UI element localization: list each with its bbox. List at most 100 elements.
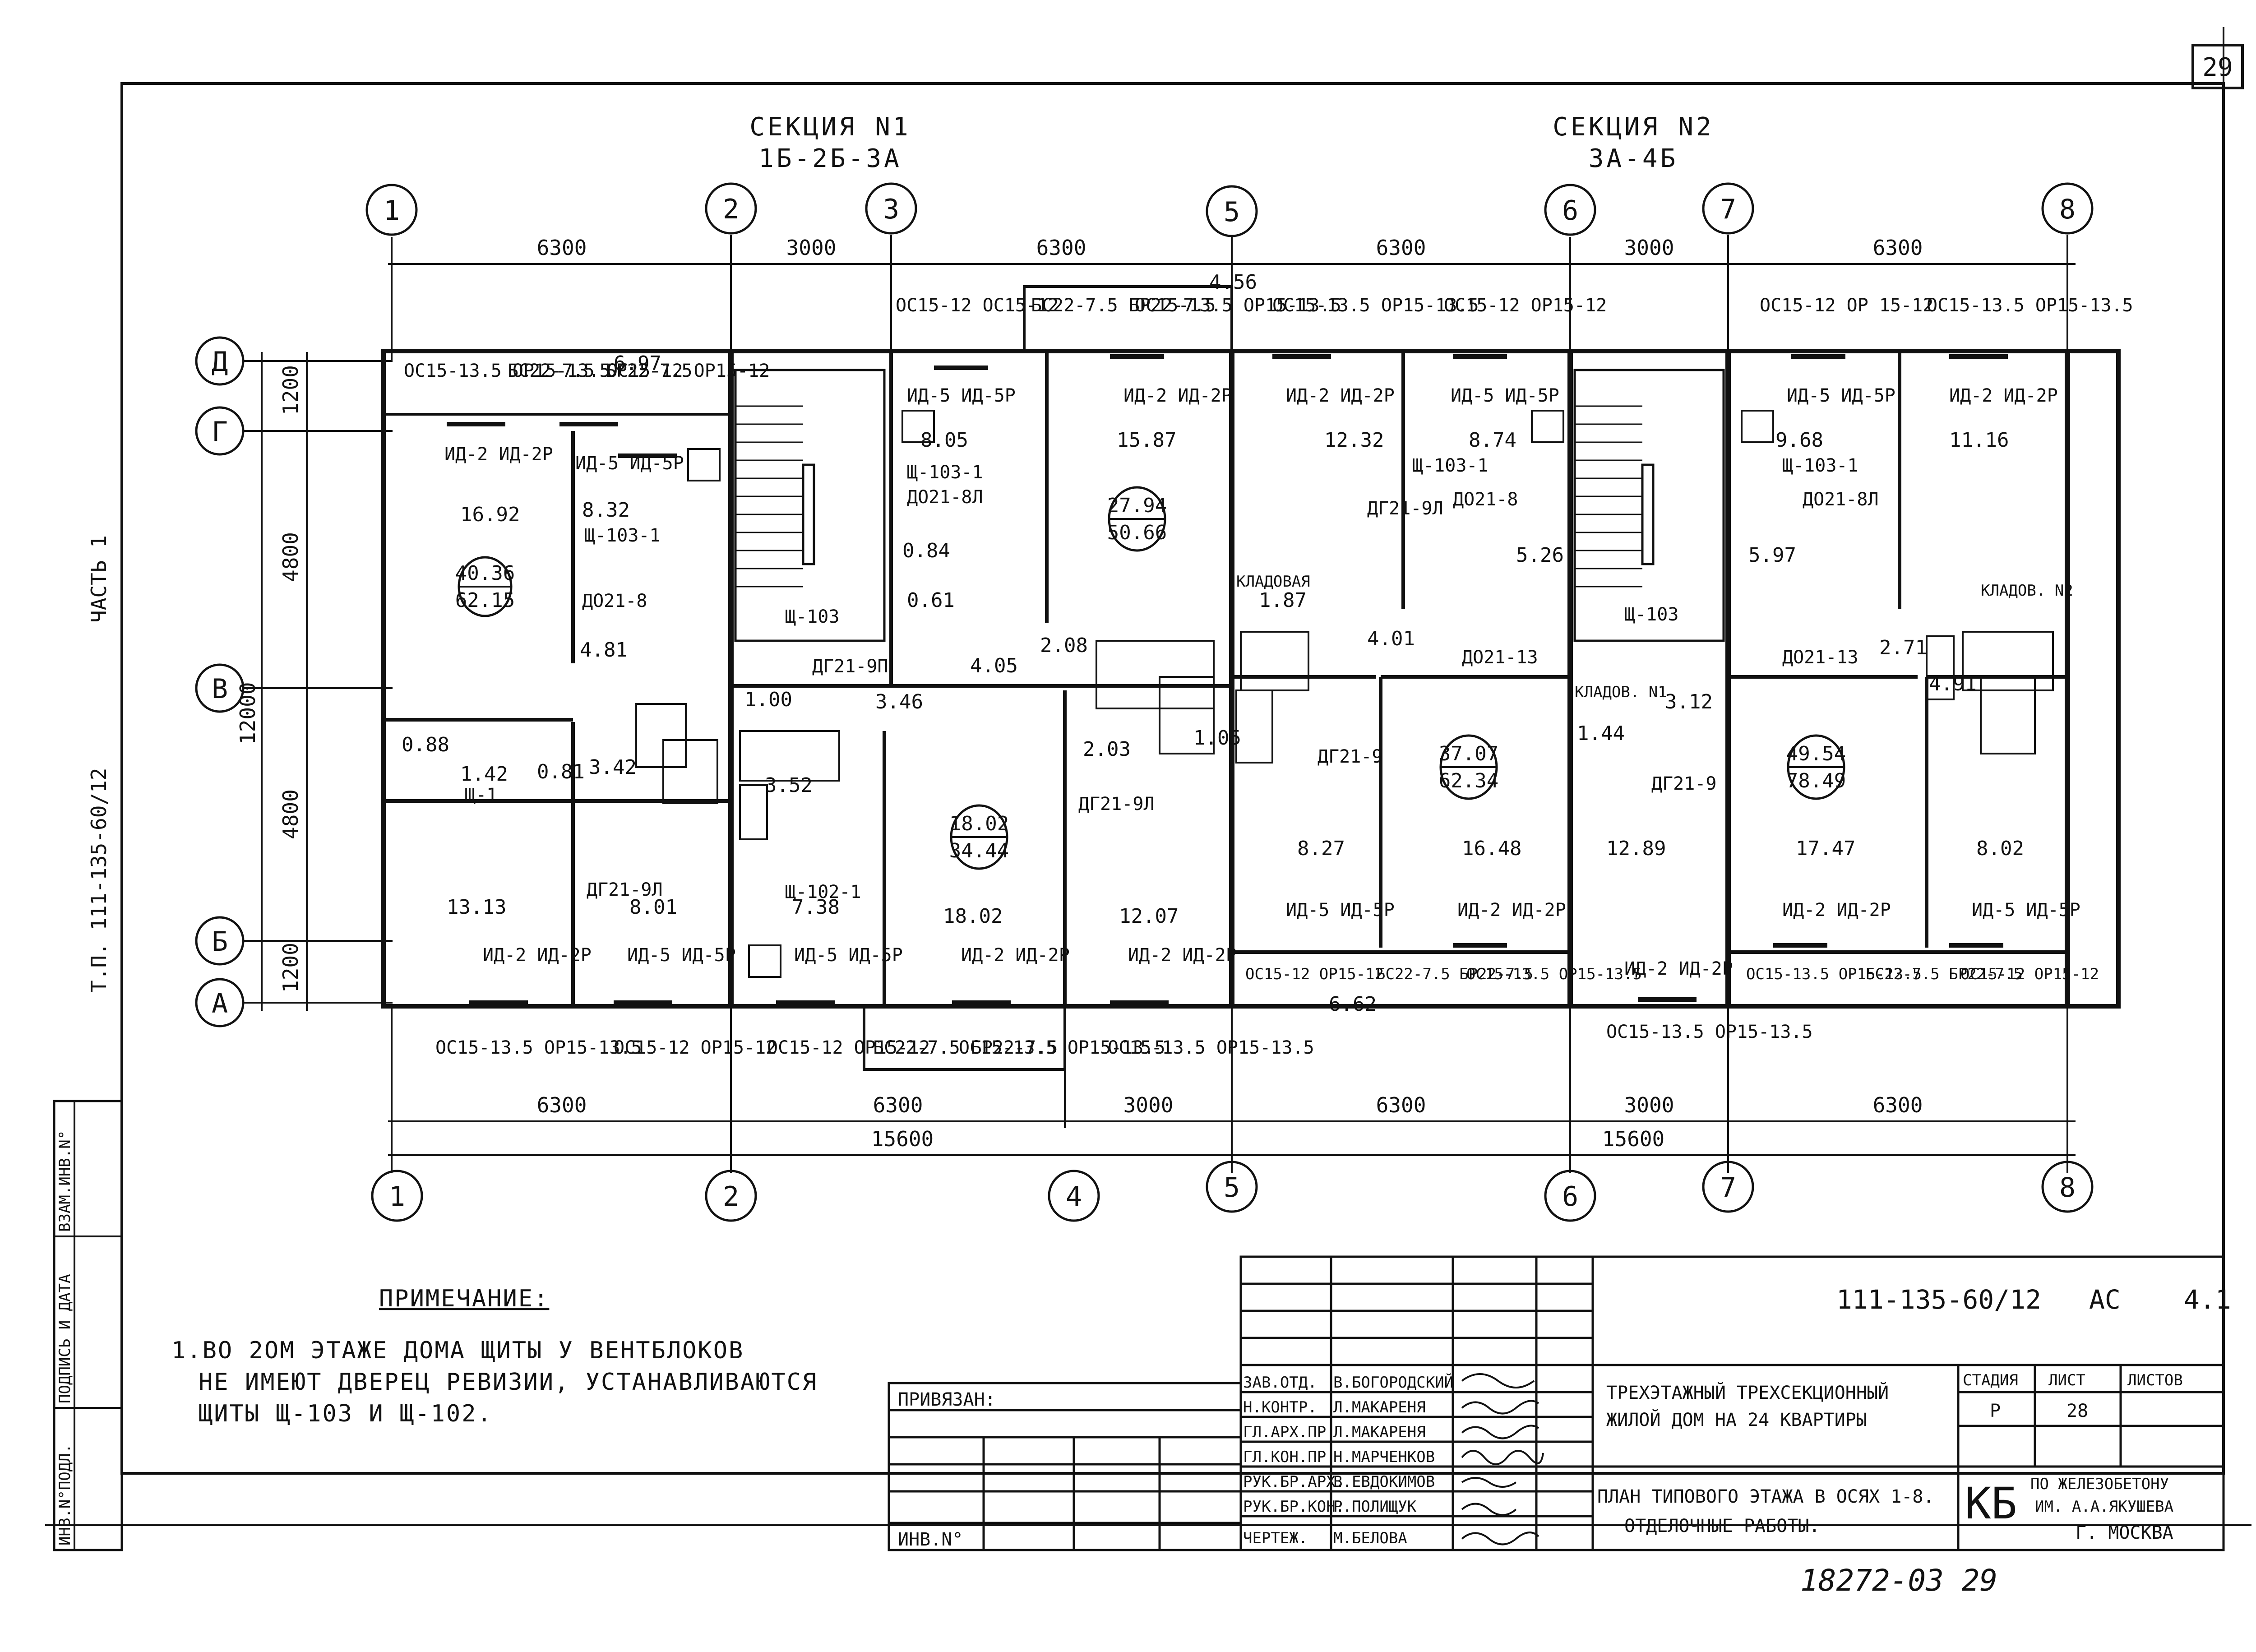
svg-text:М.БЕЛОВА: М.БЕЛОВА	[1333, 1529, 1407, 1547]
door-label-25: ИД-2 ИД-2Р	[1128, 945, 1237, 966]
axis-top-7: 7	[1720, 194, 1736, 225]
sheets-header: ЛИСТОВ	[2127, 1371, 2183, 1389]
svg-text:15.87: 15.87	[1117, 429, 1176, 452]
svg-text:40.36: 40.36	[455, 562, 515, 585]
door-label-30: ИД-5 ИД-5Р	[1972, 900, 2080, 921]
window-bottom-13: ОС15-12 ОР15-12	[1960, 965, 2099, 983]
door-label-27: ИД-2 ИД-2Р	[1457, 900, 1566, 921]
note-line-1: 1.ВО 2ОМ ЭТАЖЕ ДОМА ЩИТЫ У ВЕНТБЛОКОВ	[171, 1337, 744, 1364]
window-top-1: ОС15-13.5 ОР15-13.5	[404, 361, 610, 381]
axis-top-3: 3	[883, 194, 899, 225]
svg-text:5: 5	[1224, 1172, 1240, 1203]
svg-text:9.68: 9.68	[1775, 429, 1823, 452]
dim-top-5: 3000	[1624, 236, 1674, 260]
axis-markers-bottom: 1 2 4 5 6 7 8	[371, 1161, 2094, 1222]
window-top-4: ОС15-12 ОС15-12	[896, 295, 1059, 316]
archive-number: 18272-03 29	[1800, 1563, 1997, 1598]
flat-area-markers: 40.36 62.15 18.02 34.44 27.94 50.66 37.0…	[455, 486, 1846, 870]
building-title-1: ТРЕХЭТАЖНЫЙ ТРЕХСЕКЦИОННЫЙ	[1606, 1382, 1889, 1403]
svg-text:78.49: 78.49	[1786, 769, 1846, 792]
door-label-4: ИД-2 ИД-2Р	[1123, 385, 1232, 406]
svg-text:Л.МАКАРЕНЯ: Л.МАКАРЕНЯ	[1333, 1398, 1426, 1416]
sheet-header: ЛИСТ	[2048, 1371, 2085, 1389]
svg-text:8.74: 8.74	[1469, 429, 1516, 452]
window-top-6: ОС15-13.5 ОР15-13.5	[1135, 295, 1341, 316]
svg-text:В.ЕВДОКИМОВ: В.ЕВДОКИМОВ	[1333, 1473, 1435, 1491]
svg-text:13.13: 13.13	[447, 896, 506, 919]
signatures	[1461, 1373, 1544, 1546]
svg-text:В.БОГОРОДСКИЙ: В.БОГОРОДСКИЙ	[1333, 1373, 1453, 1392]
shield-label-8: Щ-1	[465, 785, 497, 805]
svg-text:5.97: 5.97	[1748, 544, 1796, 567]
svg-text:4.05: 4.05	[970, 654, 1018, 677]
strip-inv-label: ИНВ.N°ПОДЛ.	[56, 1444, 74, 1546]
svg-text:18.02: 18.02	[943, 905, 1003, 928]
door-label-11: ДО21-13	[1462, 647, 1538, 668]
svg-text:49.54: 49.54	[1786, 742, 1846, 765]
binding-label: ПРИВЯЗАН:	[898, 1389, 996, 1410]
note-line-2: НЕ ИМЕЮТ ДВЕРЕЦ РЕВИЗИИ, УСТАНАВЛИВАЮТСЯ	[199, 1369, 818, 1396]
svg-text:3.52: 3.52	[765, 774, 813, 797]
svg-text:ГЛ.АРХ.ПР.: ГЛ.АРХ.ПР.	[1243, 1423, 1336, 1441]
svg-text:62.15: 62.15	[455, 589, 515, 612]
sheet-number-box	[2191, 44, 2244, 89]
svg-text:РУК.БР.АРХ.: РУК.БР.АРХ.	[1243, 1473, 1345, 1491]
strip-sign-label: ПОДПИСЬ И ДАТА	[56, 1274, 74, 1403]
window-top-5: БС22-7.5 БР22-7.5	[1031, 295, 1216, 316]
dim-top-4: 6300	[1376, 236, 1426, 260]
sheet-title-2: ОТДЕЛОЧНЫЕ РАБОТЫ.	[1624, 1516, 1820, 1536]
shield-label-4: Щ-103-1	[1782, 455, 1858, 476]
room-areas: 16.92 8.32 4.81 13.13 8.01 3.42 0.88 1.4…	[402, 271, 2024, 1016]
shield-label-5: Щ-103	[785, 606, 839, 627]
svg-text:6: 6	[1562, 1181, 1578, 1212]
svg-text:8.05: 8.05	[920, 429, 968, 452]
org-name-1: ПО ЖЕЛЕЗОБЕТОНУ	[2030, 1475, 2169, 1493]
door-label-2: ИД-5 ИД-5Р	[575, 453, 684, 474]
door-label-23: ИД-5 ИД-5Р	[794, 945, 903, 966]
org-name-3: Г. МОСКВА	[2076, 1522, 2173, 1543]
window-bottom-3: ОС15-12 ОР15-12	[767, 1037, 930, 1058]
svg-text:ГЛ.КОН.ПР.: ГЛ.КОН.ПР.	[1243, 1448, 1336, 1466]
window-top-9: ОС15-12 ОР 15-12	[1760, 295, 1933, 316]
svg-text:2: 2	[723, 1181, 739, 1212]
door-label-7: ИД-5 ИД-5Р	[1787, 385, 1895, 406]
svg-text:7.38: 7.38	[792, 896, 840, 919]
axis-row-G: Г	[212, 416, 228, 448]
svg-text:62.34: 62.34	[1439, 769, 1498, 792]
project-code-vertical: Т.П. 111-135-60/12	[87, 768, 111, 993]
svg-text:7: 7	[1720, 1172, 1736, 1203]
dim-top-2: 3000	[786, 236, 837, 260]
svg-text:5.26: 5.26	[1516, 544, 1564, 567]
dim-left-total: 12000	[236, 682, 260, 745]
window-bottom-1: ОС15-13.5 ОР15-13.5	[435, 1037, 642, 1058]
svg-text:37.07: 37.07	[1439, 742, 1498, 765]
svg-text:3.12: 3.12	[1665, 690, 1713, 713]
shield-label-6: Щ-103	[1624, 604, 1678, 625]
dim-left-1: 1200	[278, 365, 303, 415]
dim-left-4: 1200	[278, 943, 303, 993]
svg-text:16.48: 16.48	[1462, 837, 1521, 860]
svg-text:4.01: 4.01	[1367, 627, 1415, 650]
sheet-value: 28	[2066, 1401, 2088, 1421]
door-label-28: ИД-2 ИД-2Р	[1624, 958, 1733, 979]
axis-top-1: 1	[384, 195, 400, 227]
axis-row-D: Д	[212, 346, 228, 378]
dim-top-3: 6300	[1036, 236, 1086, 260]
storage-label-1: КЛАДОВАЯ	[1236, 573, 1310, 591]
svg-text:2.71: 2.71	[1879, 636, 1927, 659]
svg-text:Л.МАКАРЕНЯ: Л.МАКАРЕНЯ	[1333, 1423, 1426, 1441]
door-label-6: ИД-5 ИД-5Р	[1451, 385, 1559, 406]
window-bottom-11: ОС15-13.5 ОР15-13.5	[1746, 965, 1922, 983]
door-label-24: ИД-2 ИД-2Р	[961, 945, 1070, 966]
svg-text:6.62: 6.62	[1329, 993, 1377, 1016]
window-bottom-4: БС22-7.5 БР22-7.5	[873, 1037, 1058, 1058]
dim-bottom-4: 6300	[1376, 1093, 1426, 1117]
door-label-8: ИД-2 ИД-2Р	[1949, 385, 2058, 406]
section-2-subtitle: 3А-4Б	[1589, 144, 1678, 173]
door-label-15: ДГ21-9Л	[1367, 498, 1443, 519]
dimension-line-left	[244, 352, 393, 1011]
door-label-17: ДГ21-9	[1651, 773, 1717, 794]
dim-left-2: 4800	[278, 532, 303, 582]
door-label-20: ДГ21-9П	[812, 656, 888, 677]
axis-top-6: 6	[1562, 195, 1578, 227]
